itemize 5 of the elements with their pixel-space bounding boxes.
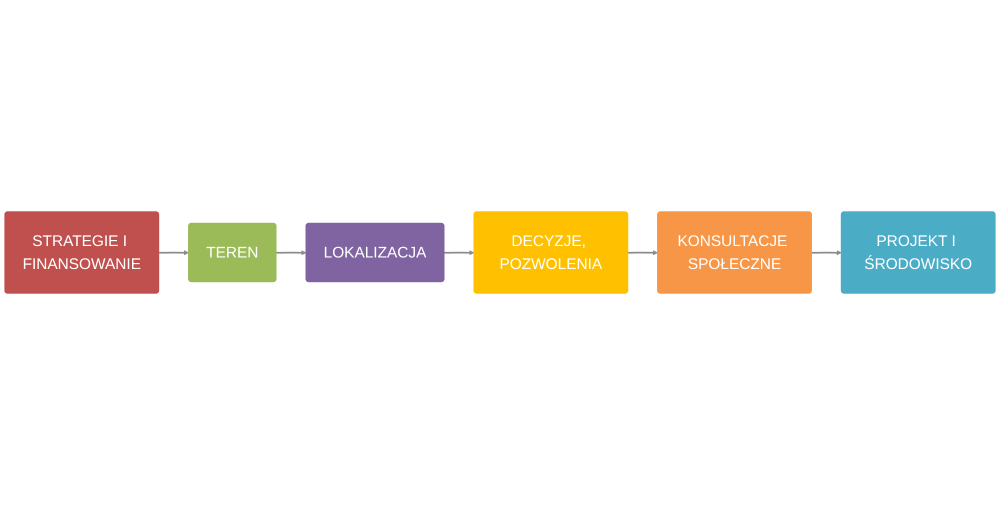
arrow — [444, 250, 474, 256]
arrow — [276, 250, 306, 256]
arrow — [628, 250, 658, 256]
arrow — [159, 250, 189, 256]
arrow — [812, 250, 842, 256]
